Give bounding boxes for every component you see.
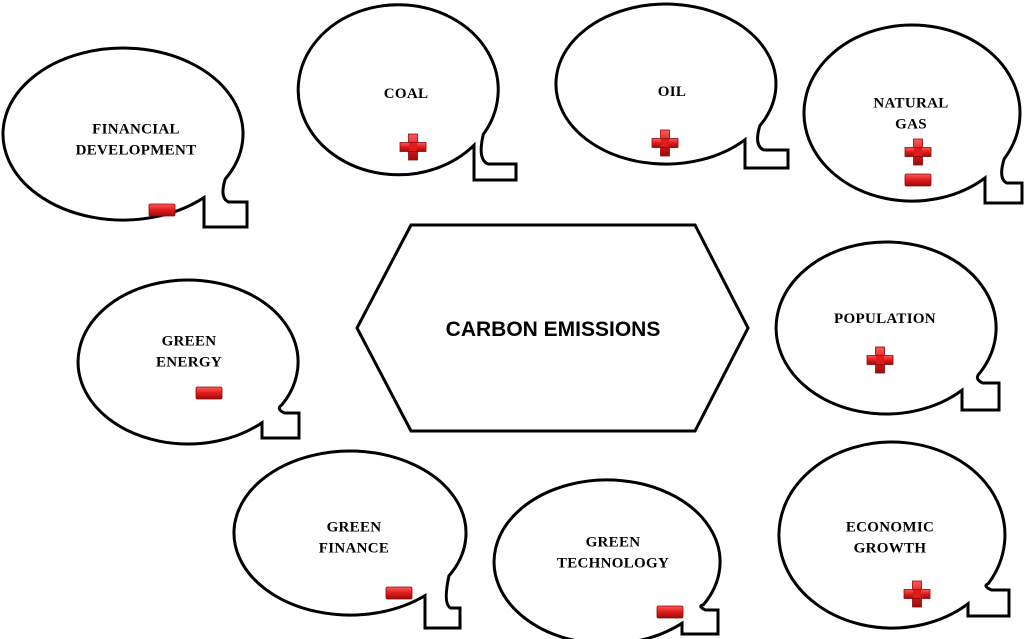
minus-sign-icon <box>148 203 176 217</box>
bubble-green-energy-label-line: GREEN <box>162 334 217 350</box>
bubble-financial-development-label-line: FINANCIAL <box>92 122 180 138</box>
minus-sign-icon <box>385 586 413 600</box>
bubble-coal: COAL <box>296 3 518 182</box>
bubble-green-finance-label-line: FINANCE <box>319 541 389 557</box>
center-hexagon: CARBON EMISSIONS <box>355 223 750 433</box>
bubble-natural-gas-shape <box>802 23 1024 205</box>
bubble-natural-gas: NATURAL GAS <box>802 23 1024 205</box>
bubble-natural-gas-label-line: GAS <box>895 117 927 133</box>
bubble-green-technology: GREEN TECHNOLOGY <box>492 478 722 639</box>
bubble-green-energy-shape <box>76 278 301 446</box>
bubble-oil-label-line: OIL <box>658 84 686 100</box>
plus-sign-icon <box>866 346 894 374</box>
plus-sign-icon <box>903 580 931 608</box>
plus-sign-icon <box>904 138 932 166</box>
bubble-green-technology-label-line: TECHNOLOGY <box>557 556 669 572</box>
bubble-economic-growth: ECONOMIC GROWTH <box>777 440 1011 630</box>
bubble-green-technology-shape <box>492 478 722 639</box>
bubble-green-finance: GREEN FINANCE <box>232 449 468 630</box>
bubble-green-finance-shape <box>232 449 468 630</box>
minus-sign-icon <box>195 386 223 400</box>
bubble-population-shape <box>774 240 1001 416</box>
bubble-population: POPULATION <box>774 240 1001 416</box>
bubble-financial-development-shape <box>1 46 249 229</box>
bubble-financial-development: FINANCIAL DEVELOPMENT <box>1 46 249 229</box>
bubble-financial-development-label-line: DEVELOPMENT <box>76 143 197 159</box>
bubble-population-label-line: POPULATION <box>834 311 936 327</box>
plus-sign-icon <box>399 133 427 161</box>
minus-sign-icon <box>656 605 684 619</box>
bubble-green-finance-label-line: GREEN <box>327 520 382 536</box>
bubble-natural-gas-label-line: NATURAL <box>873 96 948 112</box>
bubble-economic-growth-label-line: GROWTH <box>854 541 927 557</box>
plus-sign-icon <box>651 129 679 157</box>
center-hexagon-shape <box>355 223 750 433</box>
bubble-economic-growth-label-line: ECONOMIC <box>846 520 934 536</box>
bubble-green-energy: GREEN ENERGY <box>76 278 301 446</box>
bubble-economic-growth-shape <box>777 440 1011 630</box>
bubble-green-energy-label-line: ENERGY <box>156 355 222 371</box>
bubble-oil-shape <box>554 2 790 170</box>
center-label: CARBON EMISSIONS <box>446 318 661 341</box>
bubble-coal-shape <box>296 3 518 182</box>
bubble-oil: OIL <box>554 2 790 170</box>
minus-sign-icon <box>904 173 932 187</box>
bubble-coal-label-line: COAL <box>384 86 429 102</box>
bubble-green-technology-label-line: GREEN <box>586 535 641 551</box>
